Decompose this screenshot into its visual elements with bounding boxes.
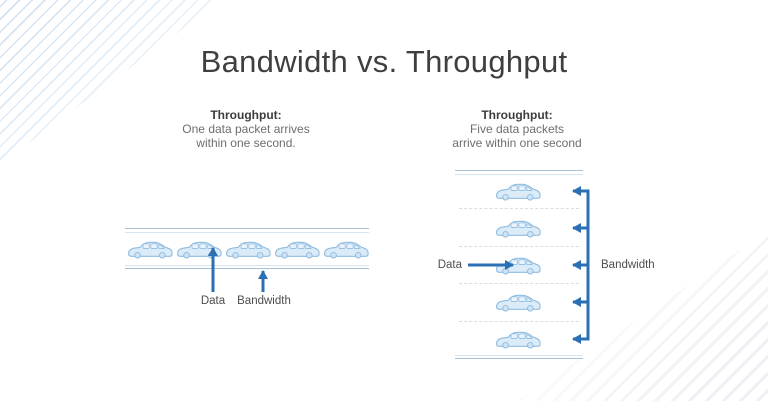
left-road (125, 228, 369, 269)
right-bandwidth-label: Bandwidth (601, 259, 655, 271)
right-caption-line1: Five data packets (469, 122, 565, 137)
lane-divider (459, 283, 579, 284)
car-icon (496, 183, 541, 201)
slide-title: Bandwidth vs. Throughput (200, 44, 568, 79)
car-icon (496, 294, 541, 312)
car-icon (177, 241, 222, 259)
road-edge-line (455, 174, 583, 175)
car-icon (496, 331, 541, 349)
road-edge-line (125, 232, 369, 233)
road-edge-line (455, 170, 583, 171)
road-edge-line (125, 265, 369, 266)
left-caption: Throughput: One data packet arrives with… (146, 108, 346, 150)
road-edge-line (125, 268, 369, 269)
car-icon (226, 241, 271, 259)
left-data-label: Data (200, 295, 226, 307)
car-icon (128, 241, 173, 259)
diagonal-stripes-decoration-top-left (0, 0, 262, 185)
left-bandwidth-label: Bandwidth (237, 295, 291, 307)
left-caption-line1: One data packet arrives (182, 122, 310, 137)
lane-divider (459, 321, 579, 322)
lane-divider (459, 208, 579, 209)
car-icon (496, 220, 541, 238)
left-caption-line2: within one second. (196, 136, 296, 151)
left-caption-heading: Throughput: (210, 108, 282, 122)
right-road (455, 170, 583, 359)
car-icon (324, 241, 369, 259)
road-edge-line (125, 228, 369, 229)
car-icon (275, 241, 320, 259)
right-caption: Throughput: Five data packets arrive wit… (417, 108, 617, 150)
lane-divider (459, 246, 579, 247)
road-edge-line (455, 358, 583, 359)
right-caption-heading: Throughput: (481, 108, 553, 122)
right-caption-line2: arrive within one second (452, 136, 582, 151)
right-data-label: Data (437, 259, 462, 271)
road-edge-line (455, 355, 583, 356)
car-icon (496, 257, 541, 275)
